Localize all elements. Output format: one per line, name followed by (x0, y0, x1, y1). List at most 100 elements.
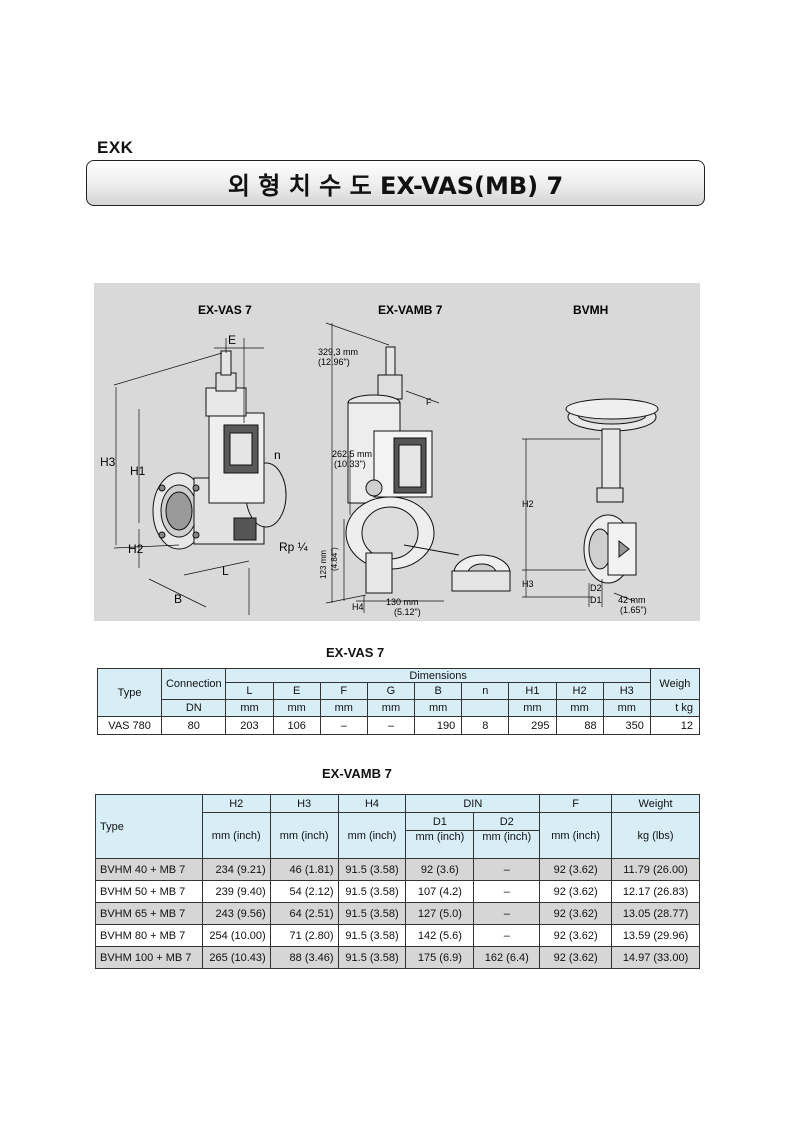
dim-h3: H3 (100, 455, 116, 469)
dim-262: 262,5 mm (332, 449, 372, 459)
vas-col-g: G (366, 682, 416, 700)
vas-col-e: E (272, 682, 321, 700)
vamb-cell-d1: 92 (3.6) (405, 858, 475, 881)
table-row: BVHM 40 + MB 7 234 (9.21) 46 (1.81) 91.5… (95, 858, 700, 881)
vamb-cell-h4: 91.5 (3.58) (337, 924, 407, 947)
table-row: VAS 780 80 203 106 – – 190 8 295 88 350 … (96, 716, 701, 735)
dim-42: 42 mm (618, 595, 646, 605)
vamb-unit-weight: kg (lbs) (611, 812, 700, 859)
dim-123-in: (4.84") (330, 547, 339, 571)
vas-col-dimensions: Dimensions (225, 668, 651, 683)
dim-123: 123 mm (319, 550, 328, 579)
dim-130: 130 mm (386, 597, 419, 607)
vas-col-connection: Connection (161, 668, 227, 700)
vamb-cell-d2: – (473, 924, 541, 947)
vamb-cell-h2: 265 (10.43) (201, 946, 271, 969)
vas-unit-h3: mm (602, 699, 651, 717)
vamb-cell-d1: 107 (4.2) (405, 880, 475, 903)
dim-n: n (274, 448, 281, 462)
vas-unit-e: mm (272, 699, 321, 717)
vamb-cell-h2: 243 (9.56) (201, 902, 271, 925)
vamb-cell-d1: 175 (6.9) (405, 946, 475, 969)
dim-e: E (228, 333, 236, 347)
dim-rp: Rp ¼ (279, 540, 309, 554)
vamb-cell-h2: 239 (9.40) (201, 880, 271, 903)
vas-table-caption: EX-VAS 7 (326, 645, 385, 660)
vamb-cell-f: 92 (3.62) (539, 880, 613, 903)
vamb-cell-type: BVHM 100 + MB 7 (95, 946, 203, 969)
vas-col-dn: DN (161, 699, 227, 717)
vamb-cell-d1: 142 (5.6) (405, 924, 475, 947)
vas-col-b: B (414, 682, 463, 700)
vamb-col-h4: H4 (337, 794, 407, 813)
dim-329-in: (12.96") (318, 357, 350, 367)
table-row: BVHM 100 + MB 7 265 (10.43) 88 (3.46) 91… (95, 946, 700, 969)
vamb-unit-h2: mm (inch) (201, 812, 271, 859)
vamb-cell-f: 92 (3.62) (539, 902, 613, 925)
dim-h1: H1 (130, 464, 146, 478)
vas-cell-h3: 350 (602, 716, 651, 735)
vas-unit-g: mm (366, 699, 416, 717)
vas-col-h1: H1 (508, 682, 557, 700)
vamb-cell-type: BVHM 50 + MB 7 (95, 880, 203, 903)
dim-262-in: (10.33") (334, 459, 366, 469)
dim-b: B (174, 592, 182, 606)
dimension-drawing: EX-VAS 7 EX-VAMB 7 BVMH (94, 283, 700, 621)
vamb-col-d1: D1 (405, 812, 475, 831)
vas-cell-f: – (319, 716, 368, 735)
dim-h4: H4 (352, 602, 364, 612)
vas-cell-dn: 80 (161, 716, 227, 735)
vas-cell-b: 190 (414, 716, 463, 735)
vamb-cell-h4: 91.5 (3.58) (337, 858, 407, 881)
vamb-cell-h3: 64 (2.51) (269, 902, 339, 925)
vas-cell-g: – (366, 716, 416, 735)
vamb-cell-h3: 54 (2.12) (269, 880, 339, 903)
vas-col-weight: Weigh (649, 668, 701, 700)
vamb-col-h3: H3 (269, 794, 339, 813)
vas-cell-e: 106 (272, 716, 321, 735)
vas-col-n: n (461, 682, 510, 700)
vamb-col-d2: D2 (473, 812, 541, 831)
vas-dimensions-table: Type Connection Dimensions Weigh L E F G… (96, 668, 701, 735)
vamb-unit-d2: mm (inch) (473, 830, 541, 859)
vamb-cell-weight: 14.97 (33.00) (611, 946, 700, 969)
vamb-cell-h2: 234 (9.21) (201, 858, 271, 881)
vamb-col-h2: H2 (201, 794, 271, 813)
vamb-unit-d1: mm (inch) (405, 830, 475, 859)
table-row: BVHM 80 + MB 7 254 (10.00) 71 (2.80) 91.… (95, 924, 700, 947)
vas-unit-weight: t kg (649, 699, 701, 717)
vamb-col-weight: Weight (611, 794, 700, 813)
vas-cell-type: VAS 780 (96, 716, 163, 735)
vas-col-h3: H3 (602, 682, 651, 700)
vamb-col-f: F (539, 794, 613, 813)
dim-f: F (426, 397, 432, 407)
label-ex-vas7: EX-VAS 7 (198, 303, 252, 317)
vamb-cell-weight: 13.59 (29.96) (611, 924, 700, 947)
table-row: BVHM 50 + MB 7 239 (9.40) 54 (2.12) 91.5… (95, 880, 700, 903)
vamb-cell-h4: 91.5 (3.58) (337, 946, 407, 969)
vamb-cell-type: BVHM 40 + MB 7 (95, 858, 203, 881)
bvmh-body (565, 398, 659, 584)
dim-h2: H2 (128, 542, 144, 556)
vamb-col-din: DIN (405, 794, 541, 813)
vas-col-f: F (319, 682, 368, 700)
valve-ex-vamb7 (345, 346, 511, 594)
vamb-cell-f: 92 (3.62) (539, 858, 613, 881)
dim-d1: D1 (590, 595, 602, 605)
vas-col-l: L (225, 682, 274, 700)
dim-329: 329,3 mm (318, 347, 358, 357)
vamb-cell-d1: 127 (5.0) (405, 902, 475, 925)
dim-130-in: (5.12") (394, 607, 421, 617)
vamb-cell-h3: 46 (1.81) (269, 858, 339, 881)
valve-ex-vas7 (152, 350, 287, 550)
label-ex-vamb7: EX-VAMB 7 (378, 303, 443, 317)
dim-d2: D2 (590, 583, 602, 593)
vas-unit-l: mm (225, 699, 274, 717)
vamb-cell-h4: 91.5 (3.58) (337, 902, 407, 925)
vamb-cell-f: 92 (3.62) (539, 946, 613, 969)
vamb-dimensions-table: Type H2 H3 H4 DIN F Weight mm (inch) mm … (95, 794, 700, 969)
vas-col-h2: H2 (555, 682, 604, 700)
table-row: BVHM 65 + MB 7 243 (9.56) 64 (2.51) 91.5… (95, 902, 700, 925)
vamb-unit-h4: mm (inch) (337, 812, 407, 859)
vamb-cell-h2: 254 (10.00) (201, 924, 271, 947)
